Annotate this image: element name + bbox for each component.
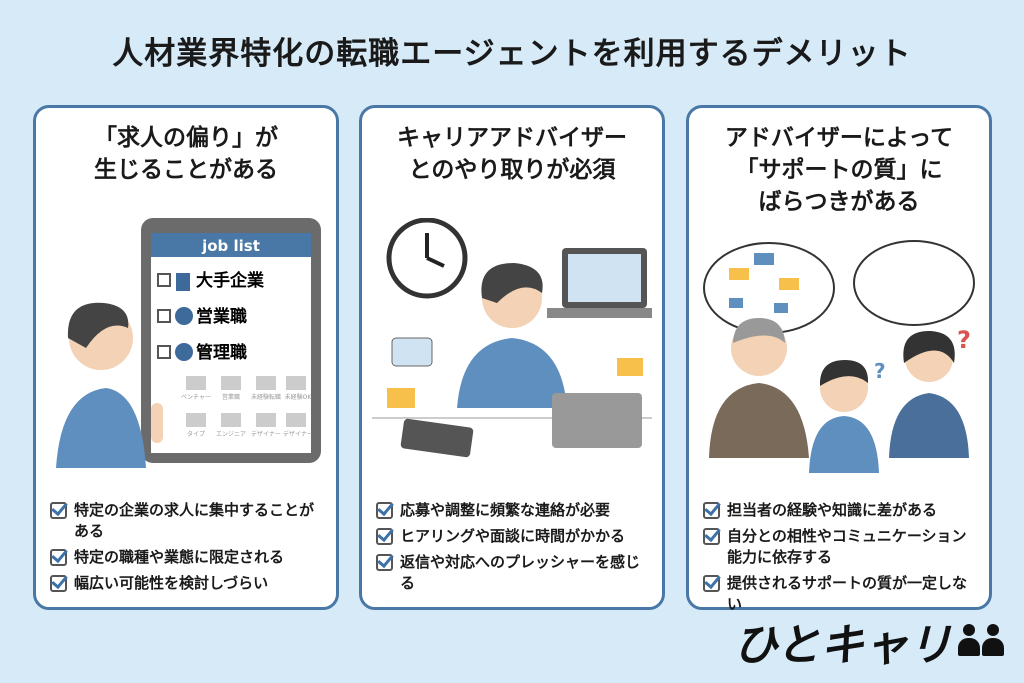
list-item: 応募や調整に頻繁な連絡が必要 bbox=[376, 500, 654, 521]
card-heading: 「求人の偏り」が 生じることがある bbox=[94, 125, 278, 183]
checklist: 応募や調整に頻繁な連絡が必要 ヒアリングや面談に時間がかかる 返信や対応へのプレ… bbox=[376, 500, 654, 599]
list-item: 幅広い可能性を検討しづらい bbox=[50, 573, 328, 594]
checkbox-icon bbox=[376, 502, 393, 519]
item-text: 特定の企業の求人に集中することがある bbox=[74, 501, 315, 540]
checkbox-icon bbox=[376, 554, 393, 571]
checkbox-icon bbox=[376, 528, 393, 545]
card-heading: キャリアアドバイザー とのやり取りが必須 bbox=[397, 125, 627, 183]
busy-worker-illustration bbox=[372, 218, 652, 458]
checkbox-icon bbox=[703, 528, 720, 545]
job-item: 営業職 bbox=[196, 306, 247, 327]
tablet-header: job list bbox=[201, 237, 260, 255]
svg-text:?: ? bbox=[957, 326, 971, 354]
faded-job-label: デザイナー bbox=[283, 430, 313, 438]
faded-job-label: エンジニア bbox=[216, 431, 246, 438]
advisors-illustration: ? ? bbox=[703, 240, 975, 473]
list-item: 自分との相性やコミュニケーション能力に依存する bbox=[703, 526, 981, 568]
checkbox-icon bbox=[50, 575, 67, 592]
people-icon bbox=[958, 624, 1004, 658]
item-text: 担当者の経験や知識に差がある bbox=[727, 501, 938, 519]
svg-text:?: ? bbox=[874, 359, 886, 383]
checklist: 特定の企業の求人に集中することがある 特定の職種や業態に限定される 幅広い可能性… bbox=[50, 500, 328, 599]
list-item: ヒアリングや面談に時間がかかる bbox=[376, 526, 654, 547]
list-item: 返信や対応へのプレッシャーを感じる bbox=[376, 552, 654, 594]
item-text: 応募や調整に頻繁な連絡が必要 bbox=[400, 501, 611, 519]
list-item: 特定の職種や業態に限定される bbox=[50, 547, 328, 568]
faded-job-label: 営業職 bbox=[222, 393, 240, 401]
item-text: 特定の職種や業態に限定される bbox=[74, 548, 285, 566]
list-item: 担当者の経験や知識に差がある bbox=[703, 500, 981, 521]
card-advisor-contact: キャリアアドバイザー とのやり取りが必須 応募や調整に頻繁な連絡が必要 ヒアリン… bbox=[359, 105, 665, 610]
job-item: 管理職 bbox=[196, 342, 247, 363]
logo-text: ひとキャリ bbox=[733, 620, 952, 671]
checkbox-icon bbox=[703, 575, 720, 592]
faded-job-label: タイプ bbox=[187, 430, 205, 438]
item-text: 自分との相性やコミュニケーション能力に依存する bbox=[727, 527, 967, 566]
faded-job-label: デザイナー bbox=[251, 430, 281, 438]
item-text: 返信や対応へのプレッシャーを感じる bbox=[400, 553, 641, 592]
checkbox-icon bbox=[703, 502, 720, 519]
item-text: ヒアリングや面談に時間がかかる bbox=[400, 527, 626, 545]
faded-job-label: 未経験OK bbox=[285, 393, 313, 401]
checkbox-icon bbox=[50, 549, 67, 566]
list-item: 提供されるサポートの質が一定しない bbox=[703, 573, 981, 615]
checkbox-icon bbox=[50, 502, 67, 519]
faded-job-label: ベンチャー bbox=[181, 394, 211, 401]
item-text: 幅広い可能性を検討しづらい bbox=[74, 574, 269, 592]
card-support-quality: アドバイザーによって 「サポートの質」に ばらつきがある ? ? 担当者の経験や… bbox=[686, 105, 992, 613]
faded-job-label: 未経験転職 bbox=[251, 393, 281, 401]
card-job-bias: 「求人の偏り」が 生じることがある job list 大手企業 営業職 管理職 … bbox=[33, 105, 339, 610]
item-text: 提供されるサポートの質が一定しない bbox=[727, 574, 968, 613]
checklist: 担当者の経験や知識に差がある 自分との相性やコミュニケーション能力に依存する 提… bbox=[703, 500, 981, 620]
card-heading: アドバイザーによって 「サポートの質」に ばらつきがある bbox=[724, 125, 954, 215]
list-item: 特定の企業の求人に集中することがある bbox=[50, 500, 328, 542]
brand-logo: ひとキャリ bbox=[733, 609, 1004, 673]
tablet-illustration: job list 大手企業 営業職 管理職 ベンチャー 営業職 未経験転職 未経… bbox=[56, 218, 321, 468]
page-title: 人材業界特化の転職エージェントを利用するデメリット bbox=[112, 36, 912, 72]
job-item: 大手企業 bbox=[196, 270, 264, 291]
